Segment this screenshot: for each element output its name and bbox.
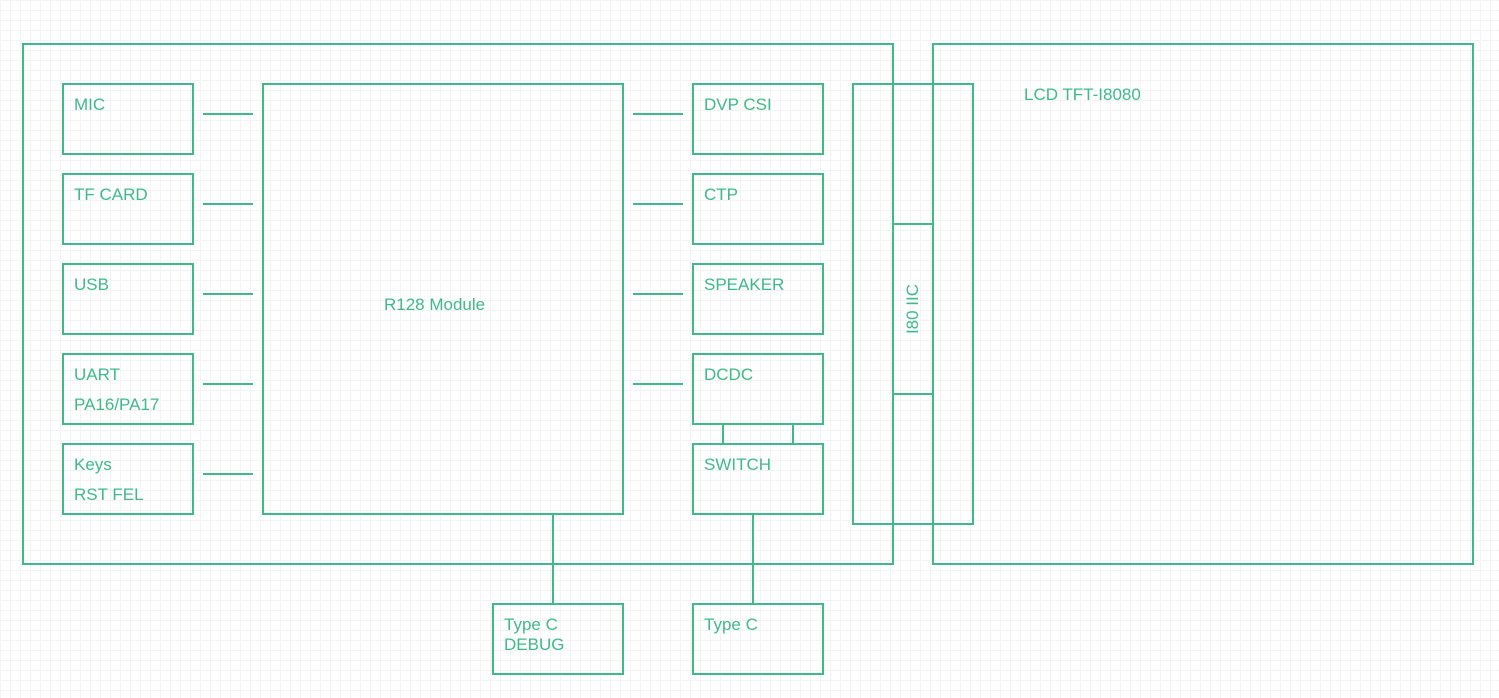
typec-power-box <box>692 603 824 675</box>
speaker-label: SPEAKER <box>704 275 785 294</box>
tf-card-box <box>62 173 194 245</box>
tf-card-label: TF CARD <box>74 185 148 204</box>
r128-module-label: R128 Module <box>384 295 486 314</box>
uart-pins-label: PA16/PA17 <box>74 395 160 414</box>
lcd-label: LCD TFT-I8080 <box>1024 85 1141 104</box>
typec-debug-box <box>492 603 624 675</box>
keys-label: Keys <box>74 455 112 474</box>
typec-power-label: Type C <box>704 615 758 634</box>
mic-label: MIC <box>74 95 106 114</box>
mic-box <box>62 83 194 155</box>
typec-debug-label: Type C <box>504 615 558 634</box>
connector-outer-box <box>852 83 974 525</box>
dcdc-label: DCDC <box>704 365 754 384</box>
uart-label: UART <box>74 365 120 384</box>
usb-box <box>62 263 194 335</box>
dvp-csi-box <box>692 83 824 155</box>
ctp-box <box>692 173 824 245</box>
dvp-csi-label: DVP CSI <box>704 95 772 114</box>
uart-box <box>62 353 194 425</box>
switch-box <box>692 443 824 515</box>
keys-box <box>62 443 194 515</box>
ctp-label: CTP <box>704 185 738 204</box>
i80-iic-label: I80 IIC <box>903 283 922 335</box>
keys-sub-label: RST FEL <box>74 485 144 504</box>
speaker-box <box>692 263 824 335</box>
dcdc-box <box>692 353 824 425</box>
r128-module-box <box>262 83 624 515</box>
i80-iic-box <box>892 223 934 395</box>
typec-debug-sub-label: DEBUG <box>504 635 565 654</box>
switch-label: SWITCH <box>704 455 772 474</box>
lcd-board-outline <box>932 43 1474 565</box>
usb-label: USB <box>74 275 109 294</box>
